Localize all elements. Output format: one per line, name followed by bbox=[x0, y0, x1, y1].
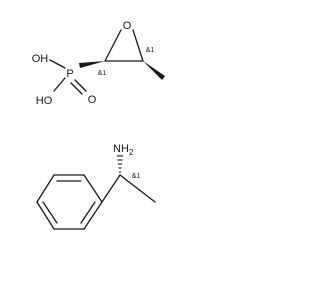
ring-bond-1 bbox=[83, 174, 103, 203]
wedge-bond-c2-methyl bbox=[143, 61, 165, 80]
ring-double-bond-inner-2 bbox=[42, 201, 58, 224]
ring-bond-3 bbox=[36, 174, 55, 203]
stereo-label-c1: &1 bbox=[98, 70, 107, 77]
fosfomycin-fragment: O P OH HO O &1 &1 bbox=[32, 20, 165, 107]
bond-p-oh-upper bbox=[49, 59, 66, 69]
bond-ring-chiral-carbon bbox=[101, 174, 121, 203]
stereo-label-chiral-carbon: &1 bbox=[132, 173, 141, 180]
ring-bond-6 bbox=[83, 201, 103, 230]
atom-label-epoxide-oxygen: O bbox=[123, 20, 132, 32]
bond-p-oh-lower bbox=[53, 77, 66, 92]
bond-p-double-o-b bbox=[70, 82, 83, 95]
atom-label-phosphorus: P bbox=[66, 68, 73, 80]
amine-nh-text: NH bbox=[113, 143, 129, 155]
ring-bond-4 bbox=[36, 201, 55, 230]
bond-epoxide-o-c2 bbox=[132, 29, 144, 62]
amine-h-subscript: 2 bbox=[129, 148, 134, 157]
atom-label-amine: NH2 bbox=[113, 143, 134, 157]
bond-chiral-carbon-methyl bbox=[119, 174, 156, 203]
hashed-wedge-bond-c-n bbox=[117, 155, 123, 173]
atom-label-phosphoryl-oxygen: O bbox=[88, 94, 97, 106]
bond-epoxide-c1-o bbox=[104, 29, 122, 62]
stereo-label-c2: &1 bbox=[146, 47, 155, 54]
ring-double-bond-inner-3 bbox=[80, 201, 96, 224]
phenylethylamine-fragment: NH2 &1 bbox=[36, 143, 156, 230]
wedge-bond-c1-phosphorus bbox=[79, 61, 105, 68]
chemical-structure-drawing: O P OH HO O &1 &1 bbox=[32, 20, 165, 230]
atom-label-ho-lower: HO bbox=[36, 95, 53, 107]
bond-p-double-o-a bbox=[74, 79, 87, 92]
atom-label-oh-upper: OH bbox=[32, 53, 49, 65]
